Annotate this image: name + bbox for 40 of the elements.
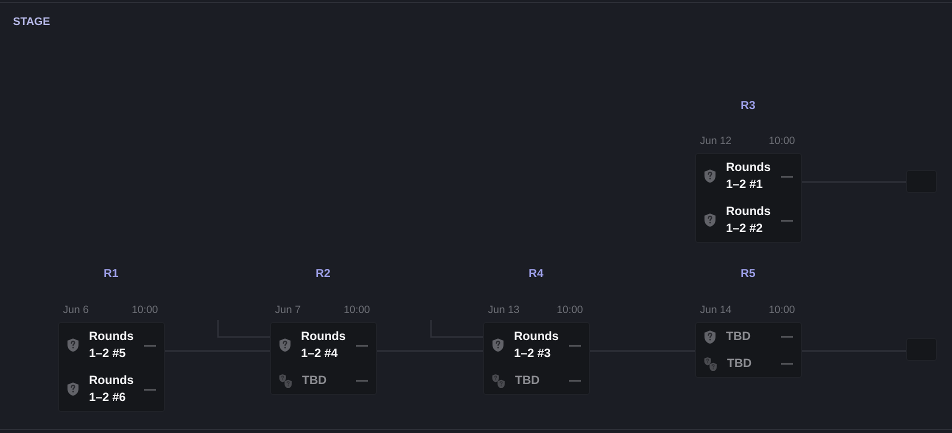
stage-title: STAGE	[13, 16, 50, 29]
round-label: R1	[104, 267, 118, 281]
score: —	[356, 372, 368, 389]
score: —	[781, 168, 793, 184]
match-time: 10:00	[768, 135, 795, 148]
round-label: R2	[316, 267, 330, 281]
score: —	[781, 212, 793, 228]
match-time: 10:00	[132, 304, 158, 317]
match-date: Jun 14	[700, 304, 732, 317]
score: —	[144, 336, 156, 354]
round-label: R5	[740, 267, 756, 281]
match-date: Jun 7	[275, 304, 301, 317]
connector-line	[217, 320, 270, 338]
team-name: Rounds 1–2 #2	[726, 203, 772, 237]
team-name: Rounds 1–2 #1	[726, 159, 772, 193]
round-label: R3	[740, 99, 756, 113]
score: —	[356, 336, 368, 354]
team-name: TBD	[302, 372, 328, 389]
team-name: Rounds 1–2 #5	[89, 328, 135, 362]
match-date: Jun 12	[700, 135, 732, 148]
score: —	[569, 372, 581, 389]
round-label: R4	[528, 267, 544, 281]
score: —	[781, 355, 793, 372]
score: —	[569, 336, 581, 354]
empty-slot	[906, 338, 937, 361]
team-name: Rounds 1–2 #6	[89, 372, 135, 406]
match-time: 10:00	[344, 304, 370, 317]
score: —	[781, 328, 793, 345]
score: —	[144, 380, 156, 398]
connector-line	[430, 320, 483, 338]
match-time: 10:00	[768, 304, 795, 317]
team-name: Rounds 1–2 #4	[301, 328, 347, 362]
empty-slot	[906, 170, 937, 193]
team-name: TBD	[726, 328, 752, 345]
team-name: TBD	[515, 372, 541, 389]
team-name: Rounds 1–2 #3	[514, 328, 560, 362]
match-date: Jun 13	[488, 304, 520, 317]
team-name: TBD	[727, 355, 753, 372]
match-time: 10:00	[556, 304, 583, 317]
match-date: Jun 6	[63, 304, 89, 317]
